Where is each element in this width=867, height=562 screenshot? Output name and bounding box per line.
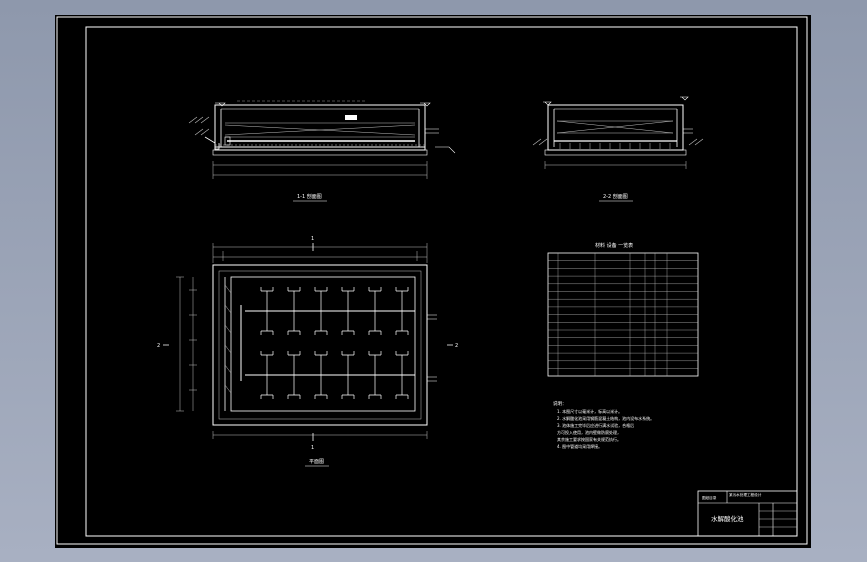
cad-drawing: 1-1 剖面图 2-2 剖面图 <box>56 16 808 545</box>
equipment-table: 材料 设备 一览表 <box>547 242 699 377</box>
plan-title: 平面图 <box>309 459 324 465</box>
distributor-head <box>368 351 382 399</box>
distributor-head <box>395 287 409 335</box>
note-5: 其余施工要求按国家有关规范执行。 <box>557 436 621 442</box>
section-2-title: 2-2 剖面图 <box>603 193 628 200</box>
table-title: 材料 设备 一览表 <box>595 242 633 249</box>
drawing-title: 水解酸化池 <box>711 514 744 523</box>
distributor-head <box>287 287 301 335</box>
distributor-head <box>260 287 274 335</box>
distributor-head <box>287 351 301 399</box>
outer-border <box>56 16 808 545</box>
note-3: 3. 池体施工完毕后应进行满水试验，合格后 <box>557 422 634 428</box>
section-2-2: 2-2 剖面图 <box>532 96 704 202</box>
note-2: 2. 水解酸化池采用钢筋混凝土结构，池内设布水系统。 <box>557 415 654 421</box>
note-1: 1. 本图尺寸以毫米计，标高以米计。 <box>557 408 622 414</box>
note-4: 方可投入使用，池内壁做防腐处理， <box>557 429 621 435</box>
distributor-head <box>314 351 328 399</box>
distributor-head <box>368 287 382 335</box>
section-1-title: 1-1 剖面图 <box>297 193 322 200</box>
distributor-head <box>341 351 355 399</box>
drawing-sheet: 1-1 剖面图 2-2 剖面图 <box>55 15 811 548</box>
section-1-1: 1-1 剖面图 <box>188 100 456 202</box>
cut-mark-top: 1 <box>311 236 314 242</box>
distributor-head <box>395 351 409 399</box>
distributor-head <box>314 287 328 335</box>
distributor-head <box>341 287 355 335</box>
inner-border <box>85 26 798 537</box>
distributor-heads <box>260 287 409 399</box>
note-6: 4. 图中管道均采用焊接。 <box>557 443 602 449</box>
title-block-stamp: 图纸目录 <box>702 495 717 500</box>
side-mark-right: 2 <box>455 343 458 349</box>
cut-mark-bottom: 1 <box>311 445 314 451</box>
distributor-head <box>260 351 274 399</box>
title-block: 图纸目录 某污水处理工程设计 水解酸化池 <box>697 490 798 537</box>
title-block-company: 某污水处理工程设计 <box>729 492 762 497</box>
plan-view: 1 1 2 2 平面图 <box>157 236 458 467</box>
notes-heading: 说明： <box>553 400 567 407</box>
side-mark-left: 2 <box>157 343 160 349</box>
notes: 说明： 1. 本图尺寸以毫米计，标高以米计。 2. 水解酸化池采用钢筋混凝土结构… <box>553 400 654 449</box>
